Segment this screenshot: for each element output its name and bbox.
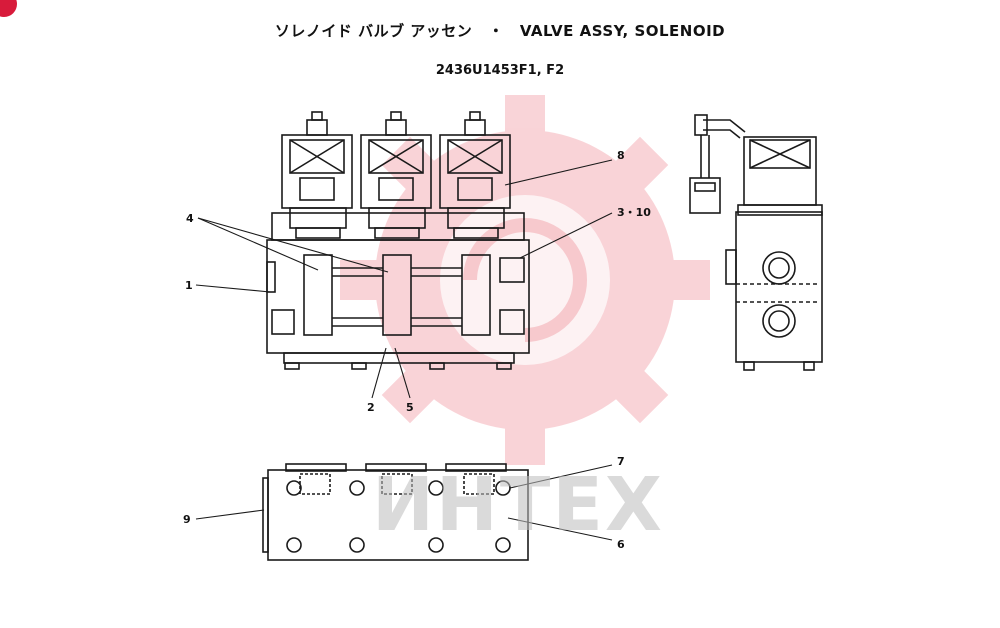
solenoid-coil: [360, 111, 432, 239]
front-view: [266, 111, 530, 370]
bottom-coil-outline: [365, 463, 427, 472]
callout-label: 8: [617, 149, 625, 162]
port: [499, 257, 525, 283]
cable: [703, 119, 746, 139]
bolt: [286, 537, 302, 553]
side-coil-face: [749, 139, 811, 169]
leader-line: [195, 509, 265, 520]
callout-label: 2: [367, 401, 375, 414]
callout-label: 9: [183, 513, 191, 526]
page-title: ソレノイド バルブ アッセン・ VALVE ASSY, SOLENOID: [0, 20, 1000, 41]
side-body: [735, 211, 823, 363]
foot: [284, 362, 300, 370]
bottom-coil-outline: [285, 463, 347, 472]
solenoid-coil: [439, 111, 511, 239]
foot: [429, 362, 445, 370]
manifold-top-plate: [271, 212, 525, 241]
side-coil-cross: [749, 139, 811, 169]
hidden-port: [299, 473, 331, 495]
title-japanese: ソレノイド バルブ アッセン: [274, 22, 473, 40]
side-port-boss: [725, 249, 737, 285]
leader-line: [519, 212, 613, 259]
leader-line: [371, 347, 387, 399]
title-separator: ・: [488, 22, 504, 40]
port: [499, 309, 525, 335]
cable-plug: [694, 114, 708, 136]
callout-label: 3・10: [617, 206, 651, 219]
connector-tab: [694, 182, 716, 192]
leader-line: [195, 284, 271, 293]
corner-badge: [0, 0, 17, 17]
leader-line: [509, 464, 613, 489]
callout-label: 6: [617, 538, 625, 551]
bolt: [349, 537, 365, 553]
foot: [803, 361, 815, 371]
watermark-gear-arc: [463, 218, 587, 342]
callout-label: 5: [406, 401, 414, 414]
bolt: [428, 537, 444, 553]
port-circle: [768, 257, 790, 279]
leader-line: [197, 217, 389, 273]
bolt: [349, 480, 365, 496]
solenoid-coil: [281, 111, 353, 239]
hidden-port: [381, 473, 413, 495]
bottom-view: [262, 463, 529, 561]
callout-label: 4: [186, 212, 194, 225]
port-circle: [762, 251, 796, 285]
bottom-coil-outline: [445, 463, 507, 472]
callout-label: 7: [617, 455, 625, 468]
hidden-port: [463, 473, 495, 495]
bolt: [286, 480, 302, 496]
foot: [496, 362, 512, 370]
bolt: [428, 480, 444, 496]
valve-spool: [382, 254, 412, 336]
port-circle: [768, 310, 790, 332]
side-coil: [743, 136, 817, 206]
callout-label: 1: [185, 279, 193, 292]
side-coil-base: [737, 204, 823, 216]
valve-spool: [303, 254, 333, 336]
bolt: [495, 537, 511, 553]
side-view: [689, 114, 823, 371]
leader-line: [394, 347, 411, 399]
leader-line: [507, 517, 613, 541]
foot: [743, 361, 755, 371]
watermark-logo-text: ИНТЕХ: [372, 462, 664, 548]
leader-lines: [195, 159, 613, 541]
leader-line: [504, 159, 613, 186]
port-circle: [762, 304, 796, 338]
bottom-edge: [262, 477, 269, 553]
port: [271, 309, 295, 335]
part-number-label: 2436U1453F1, F2: [435, 63, 565, 78]
valve-spool: [461, 254, 491, 336]
port: [266, 261, 276, 293]
leader-line: [197, 217, 319, 271]
title-english: VALVE ASSY, SOLENOID: [519, 22, 726, 40]
connector: [689, 177, 721, 214]
foot: [351, 362, 367, 370]
